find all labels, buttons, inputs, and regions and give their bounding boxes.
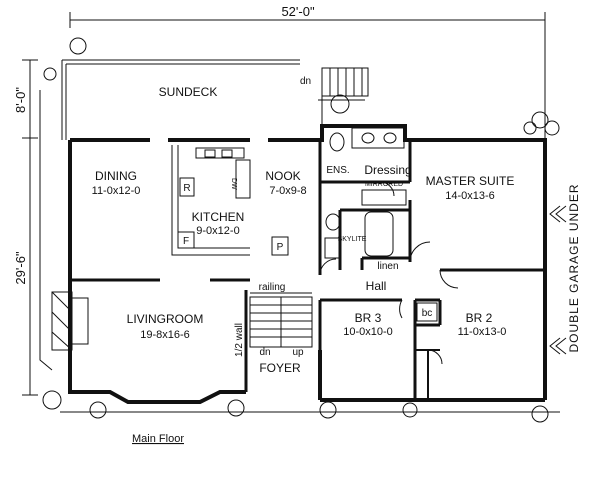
sundeck-area: [61, 59, 369, 140]
livingroom-size: 19-8x16-6: [140, 329, 190, 341]
interior-walls: [70, 140, 545, 400]
linen-label: linen: [377, 261, 398, 272]
dishwasher-label: DW: [230, 178, 237, 190]
nook-size: 7-0x9-8: [269, 185, 306, 197]
stair-dn-label: dn: [259, 347, 270, 358]
ensuite-label: ENS.: [326, 165, 349, 176]
nook-label: NOOK: [265, 169, 300, 183]
garage-label: DOUBLE GARAGE UNDER: [567, 183, 581, 352]
skylight-label: SKYLITE: [338, 236, 367, 243]
dressing-label: Dressing: [364, 163, 411, 177]
livingroom-label: LIVINGROOM: [127, 312, 204, 326]
br3-size: 10-0x10-0: [343, 326, 393, 338]
width-dimension: 52'-0": [281, 4, 315, 19]
shrubs: [42, 37, 560, 423]
depth-lower-dimension: 29'-6": [13, 251, 28, 285]
dining-size: 11-0x12-0: [92, 185, 141, 197]
kitchen-size: 9-0x12-0: [196, 225, 239, 237]
sundeck-label: SUNDECK: [159, 85, 218, 99]
bathroom-fixtures: [324, 127, 407, 259]
main-floor-caption: Main Floor: [132, 433, 184, 445]
br3-label: BR 3: [355, 311, 382, 325]
br2-size: 11-0x13-0: [458, 326, 507, 338]
dining-label: DINING: [95, 169, 137, 183]
br2-label: BR 2: [466, 311, 493, 325]
refrigerator-label: R: [183, 183, 190, 194]
kitchen-label: KITCHEN: [192, 210, 245, 224]
master-suite-size: 14-0x13-6: [445, 190, 495, 202]
dimension-lines: [22, 12, 546, 396]
deck-dn-label: dn: [300, 76, 311, 87]
foyer-label: FOYER: [259, 361, 301, 375]
railing-label: railing: [259, 282, 286, 293]
kitchen-fixtures: [171, 145, 289, 256]
fireplace: [51, 291, 89, 351]
bc-closet: [416, 302, 438, 322]
half-wall-label: 1/2 wall: [234, 323, 245, 357]
pantry-label: P: [277, 242, 284, 253]
bc-label: bc: [422, 308, 433, 319]
hall-label: Hall: [366, 279, 387, 293]
mirrored-label: MIRRORED: [365, 181, 403, 188]
garage-arrows: [549, 205, 567, 355]
garden-border: [39, 90, 53, 371]
door-swings: [319, 181, 459, 365]
master-suite-label: MASTER SUITE: [426, 174, 515, 188]
freezer-label: F: [183, 236, 189, 247]
exterior-walls: [68, 124, 547, 404]
stair-up-label: up: [292, 347, 304, 358]
foyer-stairs: [249, 292, 313, 348]
depth-upper-dimension: 8'-0": [13, 87, 28, 113]
